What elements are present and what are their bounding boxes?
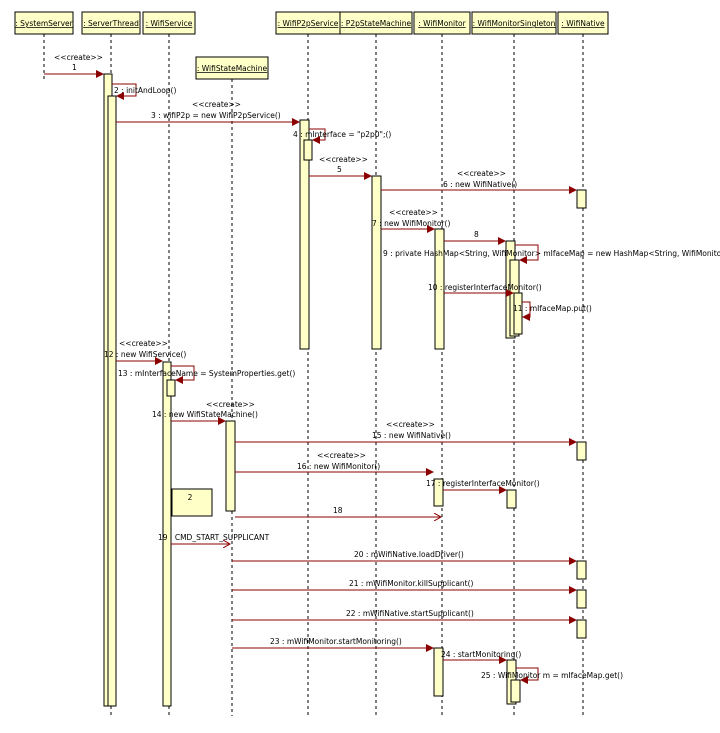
message-6-label: 6 : new WifiNative() — [443, 180, 517, 189]
lifeline-head-systemserver: : SystemServer — [14, 11, 74, 35]
activation-wifinative-3 — [576, 560, 587, 580]
messages — [44, 70, 577, 684]
activation-wifinative-1 — [576, 189, 587, 209]
activation-wifistatemachine — [225, 420, 236, 512]
message-8-label: 8 — [474, 230, 479, 239]
lifeline-label: : WifiP2pService — [278, 19, 339, 28]
create-stereotype: <<create>> — [457, 169, 506, 178]
lifeline-head-p2pstatemachine: : P2pStateMachine — [339, 11, 413, 35]
message-22-label: 22 : mWifiNative.startSupplicant() — [346, 609, 474, 618]
message-18-label: 18 — [333, 506, 343, 515]
message-16-label: 16 : new WifiMonitor() — [297, 462, 380, 471]
lifeline-head-wifistatemachine: : WifiStateMachine — [195, 56, 269, 80]
message-2-arrow — [112, 83, 137, 100]
message-24-label: 24 : startMonitoring() — [441, 650, 521, 659]
lifeline-head-serverthread: : ServerThread — [81, 11, 141, 35]
lifeline-head-wifimonitor: : WifiMonitor — [413, 11, 471, 35]
activation-wifimonitor-2 — [433, 478, 444, 507]
activation-wifip2pservice — [299, 119, 310, 350]
message-15-label: 15 : new WifiNative() — [372, 431, 451, 440]
message-25-label: 25 : WifiMonitor m = mIfaceMap.get() — [481, 671, 623, 680]
activation-wifimonitor-1 — [434, 228, 445, 350]
activation-wifip2pservice-nested — [303, 139, 313, 161]
lifeline-head-wifinative: : WifiNative — [557, 11, 609, 35]
activation-singleton-1c — [513, 292, 523, 335]
create-stereotype: <<create>> — [317, 451, 366, 460]
activation-p2pstatemachine — [371, 175, 382, 350]
note: 2 — [171, 488, 213, 517]
message-5-label: 5 — [337, 165, 342, 174]
create-stereotype: <<create>> — [54, 53, 103, 62]
message-17-label: 17 : registerInterfaceMonitor() — [426, 479, 540, 488]
lifeline-label: : WifiMonitor — [418, 19, 466, 28]
message-14-label: 14 : new WifiStateMachine() — [152, 410, 258, 419]
message-19-label: 19 : CMD_START_SUPPLICANT — [158, 533, 270, 542]
message-labels: <<create>> 1 2 : initAndLoop() <<create>… — [54, 53, 720, 680]
activation-wifinative-4 — [576, 589, 587, 609]
message-9-label: 9 : private HashMap<String, WifiMonitor>… — [383, 249, 720, 258]
lifeline-head-wifiservice: : WifiService — [142, 11, 196, 35]
lifeline-head-wifimonitorsingleton: : WifiMonitorSingleton — [471, 11, 557, 35]
activation-singleton-2 — [506, 489, 517, 509]
message-4-arrow — [309, 128, 326, 144]
message-1-label: 1 — [72, 63, 77, 72]
activation-wifiservice-nested — [166, 379, 176, 397]
message-25-arrow — [516, 667, 539, 684]
create-stereotype: <<create>> — [119, 339, 168, 348]
message-9-arrow — [515, 244, 539, 264]
lifeline-head-wifip2pservice: : WifiP2pService — [275, 11, 341, 35]
create-stereotype: <<create>> — [389, 208, 438, 217]
activation-wifiservice — [162, 361, 172, 707]
message-12-label: 12 : new WifiService() — [104, 350, 186, 359]
lifeline-label: : ServerThread — [83, 19, 139, 28]
activation-serverthread-nested — [107, 95, 117, 707]
message-23-label: 23 : mWifiMonitor.startMonitoring() — [270, 637, 402, 646]
note-text: 2 — [188, 493, 193, 502]
message-11-label: 11 : mIfaceMap.put() — [513, 304, 592, 313]
message-20-label: 20 : mWifiNative.loadDriver() — [354, 550, 464, 559]
lifeline-label: : WifiService — [146, 19, 193, 28]
activation-singleton-3b — [510, 679, 521, 703]
message-7-label: 7 : new WifiMonitor() — [372, 219, 450, 228]
lifeline-label: : P2pStateMachine — [341, 19, 412, 28]
message-3-label: 3 : wifiP2p = new WifiP2pService() — [151, 111, 281, 120]
message-13-label: 13 : mInterfaceName = SystemProperties.g… — [118, 369, 295, 378]
create-stereotype: <<create>> — [386, 420, 435, 429]
message-10-label: 10 : registerInterfaceMonitor() — [428, 283, 542, 292]
message-4-label: 4 : mInterface = "p2p0";() — [293, 130, 391, 139]
lifeline-label: : WifiNative — [561, 19, 605, 28]
lifeline-label: : WifiStateMachine — [197, 64, 268, 73]
message-21-label: 21 : mWifiMonitor.killSupplicant() — [349, 579, 474, 588]
message-11-arrow — [522, 301, 531, 321]
create-stereotype: <<create>> — [206, 400, 255, 409]
message-2-label: 2 : initAndLoop() — [114, 86, 176, 95]
message-13-arrow — [171, 365, 195, 384]
activation-wifinative-2 — [576, 441, 587, 461]
lifeline-label: : SystemServer — [15, 19, 73, 28]
activation-wifinative-5 — [576, 619, 587, 639]
activation-wifimonitor-3 — [433, 647, 444, 697]
create-stereotype: <<create>> — [319, 155, 368, 164]
lifeline-lines — [43, 34, 584, 716]
create-stereotype: <<create>> — [192, 100, 241, 109]
lifeline-label: : WifiMonitorSingleton — [473, 19, 556, 28]
